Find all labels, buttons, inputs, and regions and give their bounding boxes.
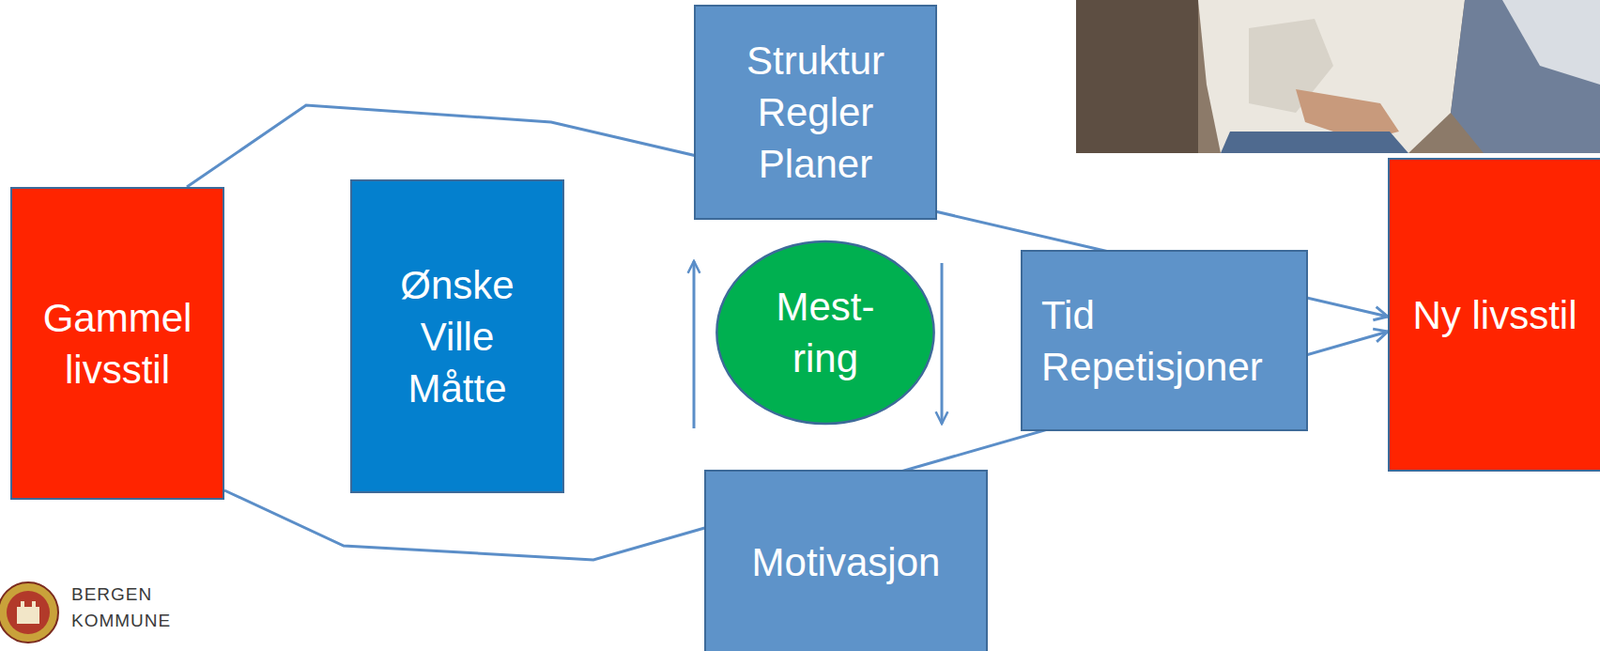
ellipse-shape: [716, 241, 934, 424]
node-text: Tid Repetisjoner: [1041, 289, 1263, 393]
node-text: Mest- ring: [776, 280, 876, 385]
cycle-arrow-up: [692, 261, 696, 429]
logo-text: BERGEN KOMMUNE: [71, 581, 171, 634]
process-box: Tid Repetisjoner: [1020, 249, 1308, 431]
process-box: Motivasjon: [704, 469, 988, 651]
ellipse-outline: [714, 239, 937, 426]
state-box: Ny livsstil: [1387, 157, 1600, 472]
node-text: Gammel livsstil: [43, 292, 193, 396]
cycle-arrow-down: [940, 262, 944, 424]
process-box: Struktur Regler Planer: [693, 4, 938, 220]
node-text: Motivasjon: [752, 536, 941, 588]
crest-logo: [0, 582, 59, 643]
process-box: Ønske Ville Måtte: [350, 179, 565, 493]
node-text: Ny livsstil: [1413, 289, 1578, 341]
photo: [1076, 0, 1600, 154]
state-box: Gammel livsstil: [10, 186, 225, 500]
node-text: Struktur Regler Planer: [746, 34, 885, 190]
node-text: Ønske Ville Måtte: [400, 259, 514, 415]
mastery-ellipse: Mest- ring: [714, 239, 937, 426]
